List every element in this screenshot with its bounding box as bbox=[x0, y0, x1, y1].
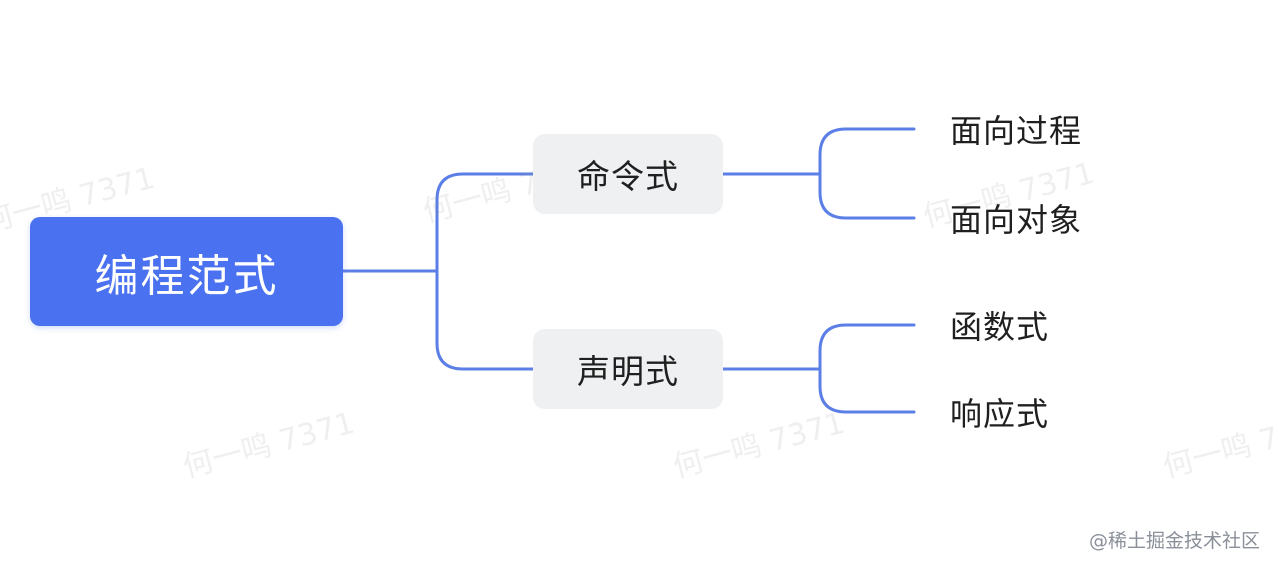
leaf-node-object-oriented[interactable]: 面向对象 bbox=[950, 196, 1082, 240]
branch-node-imperative[interactable]: 命令式 bbox=[533, 134, 723, 214]
leaf-node-reactive[interactable]: 响应式 bbox=[950, 390, 1049, 434]
connector-root-to-imperative bbox=[435, 172, 535, 273]
connector-declarative-to-leaf-3 bbox=[818, 323, 916, 371]
leaf-node-label: 响应式 bbox=[950, 395, 1050, 433]
source-credit: @稀土掘金技术社区 bbox=[1088, 530, 1260, 552]
leaf-node-label: 面向过程 bbox=[950, 112, 1083, 150]
leaf-node-label: 函数式 bbox=[950, 308, 1050, 346]
branch-node-label: 命令式 bbox=[577, 157, 679, 196]
leaf-node-procedural[interactable]: 面向过程 bbox=[950, 107, 1082, 151]
connector-root-to-declarative bbox=[435, 269, 535, 371]
leaf-node-functional[interactable]: 函数式 bbox=[950, 303, 1049, 347]
connector-imperative-to-leaf-1 bbox=[818, 127, 916, 176]
connector-declarative-to-leaf-4 bbox=[818, 367, 916, 414]
leaf-node-label: 面向对象 bbox=[950, 201, 1083, 239]
root-node[interactable]: 编程范式 bbox=[30, 217, 343, 326]
root-node-label: 编程范式 bbox=[94, 250, 279, 302]
branch-node-declarative[interactable]: 声明式 bbox=[533, 329, 723, 409]
branch-node-label: 声明式 bbox=[577, 352, 679, 391]
connector-imperative-to-leaf-2 bbox=[818, 172, 916, 220]
